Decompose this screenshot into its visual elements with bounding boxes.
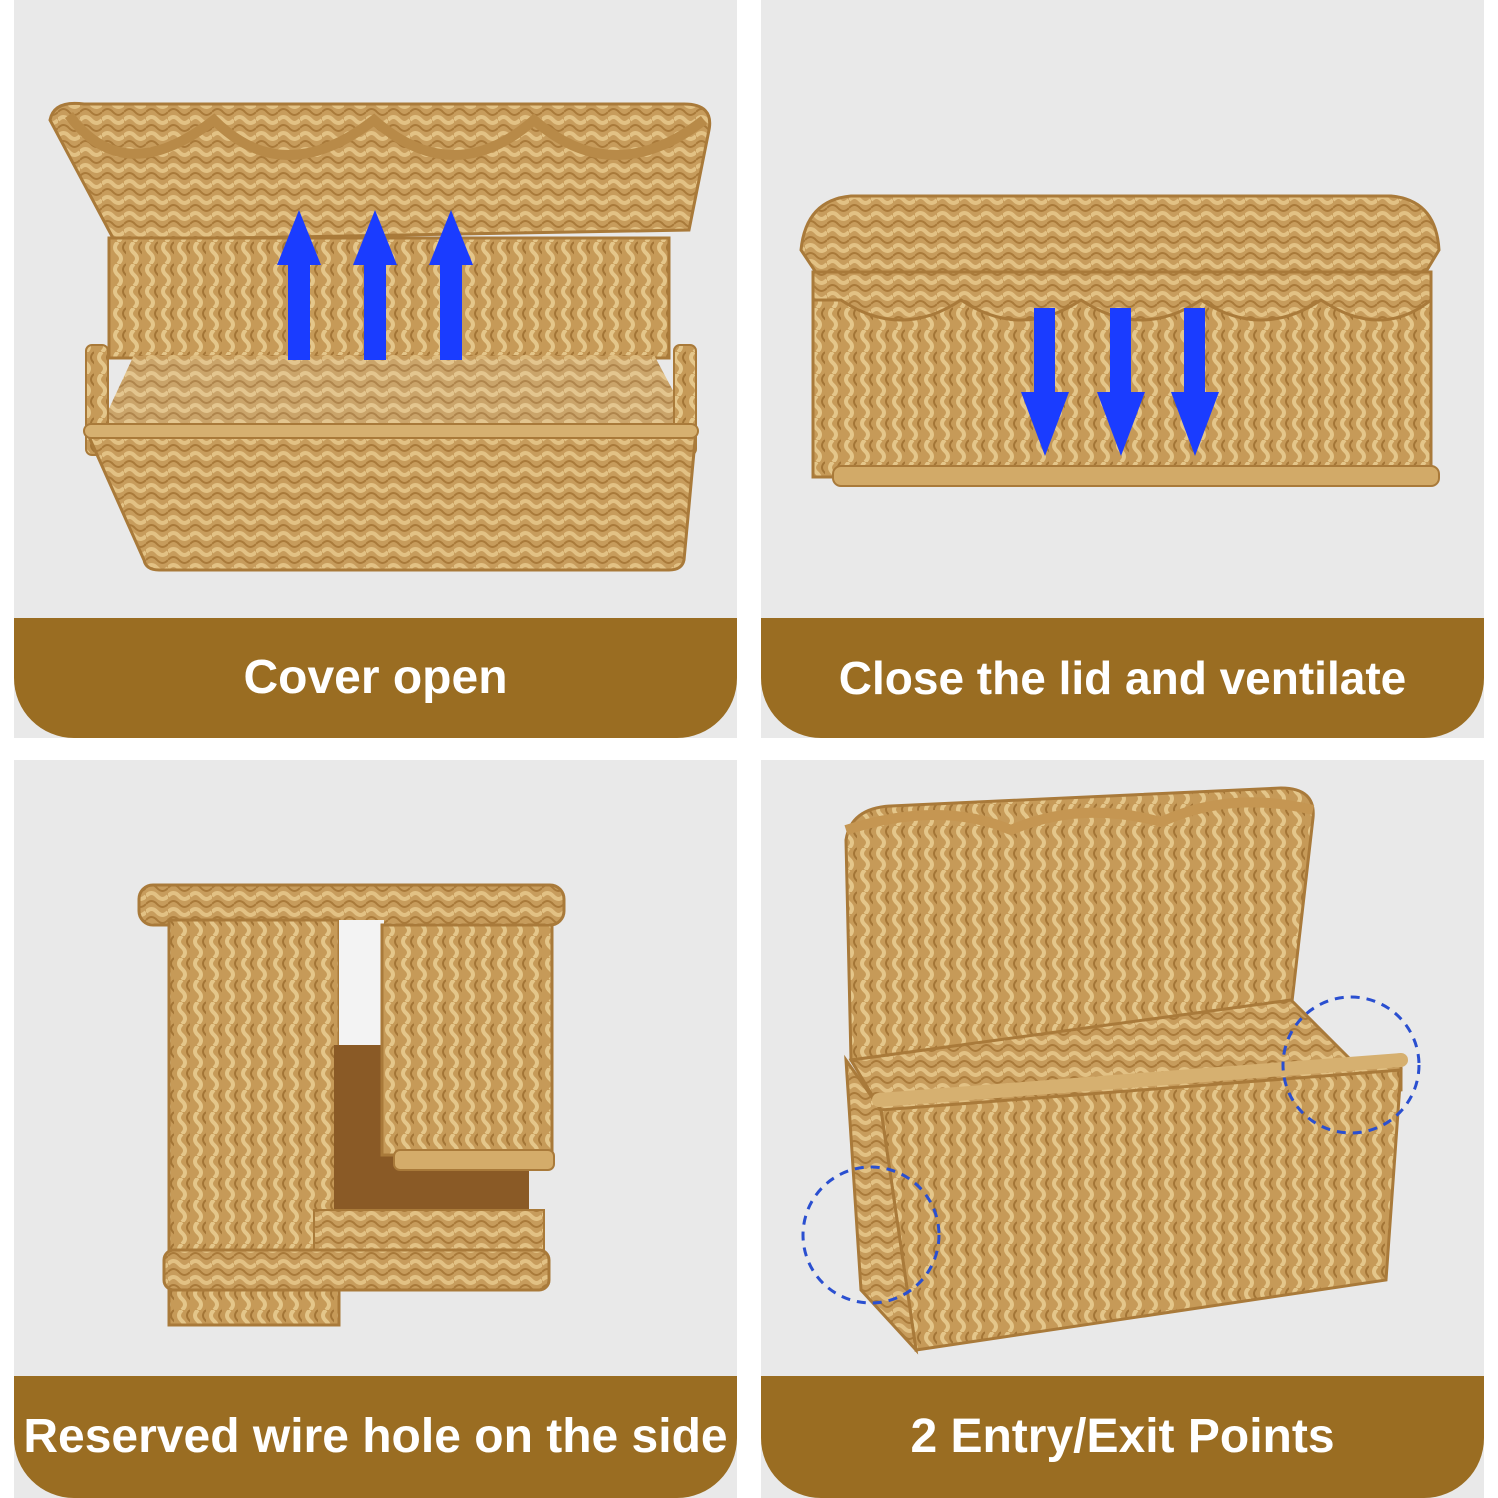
caption-band: Close the lid and ventilate [761, 618, 1484, 738]
panel-close-lid: Close the lid and ventilate [761, 0, 1484, 738]
basket-side-illustration [137, 883, 566, 1327]
caption-text: 2 Entry/Exit Points [910, 1410, 1335, 1463]
basket-entry-illustration [844, 786, 1408, 1355]
caption-text: Close the lid and ventilate [838, 652, 1407, 704]
dashed-circle-marker [801, 995, 1421, 1305]
panel-entry-exit: 2 Entry/Exit Points [761, 760, 1484, 1498]
arrow-down-icon [1021, 308, 1219, 456]
caption-band: 2 Entry/Exit Points [761, 1376, 1484, 1498]
basket-closed-illustration [799, 194, 1441, 487]
caption-text: Reserved wire hole on the side [23, 1410, 728, 1463]
caption-band: Cover open [14, 618, 737, 738]
panel-cover-open: Cover open [14, 0, 737, 738]
caption-text: Cover open [243, 651, 508, 704]
panel-wire-hole: Reserved wire hole on the side [14, 760, 737, 1498]
caption-band: Reserved wire hole on the side [14, 1376, 737, 1498]
basket-open-illustration [48, 101, 712, 572]
arrow-up-icon [277, 210, 473, 360]
